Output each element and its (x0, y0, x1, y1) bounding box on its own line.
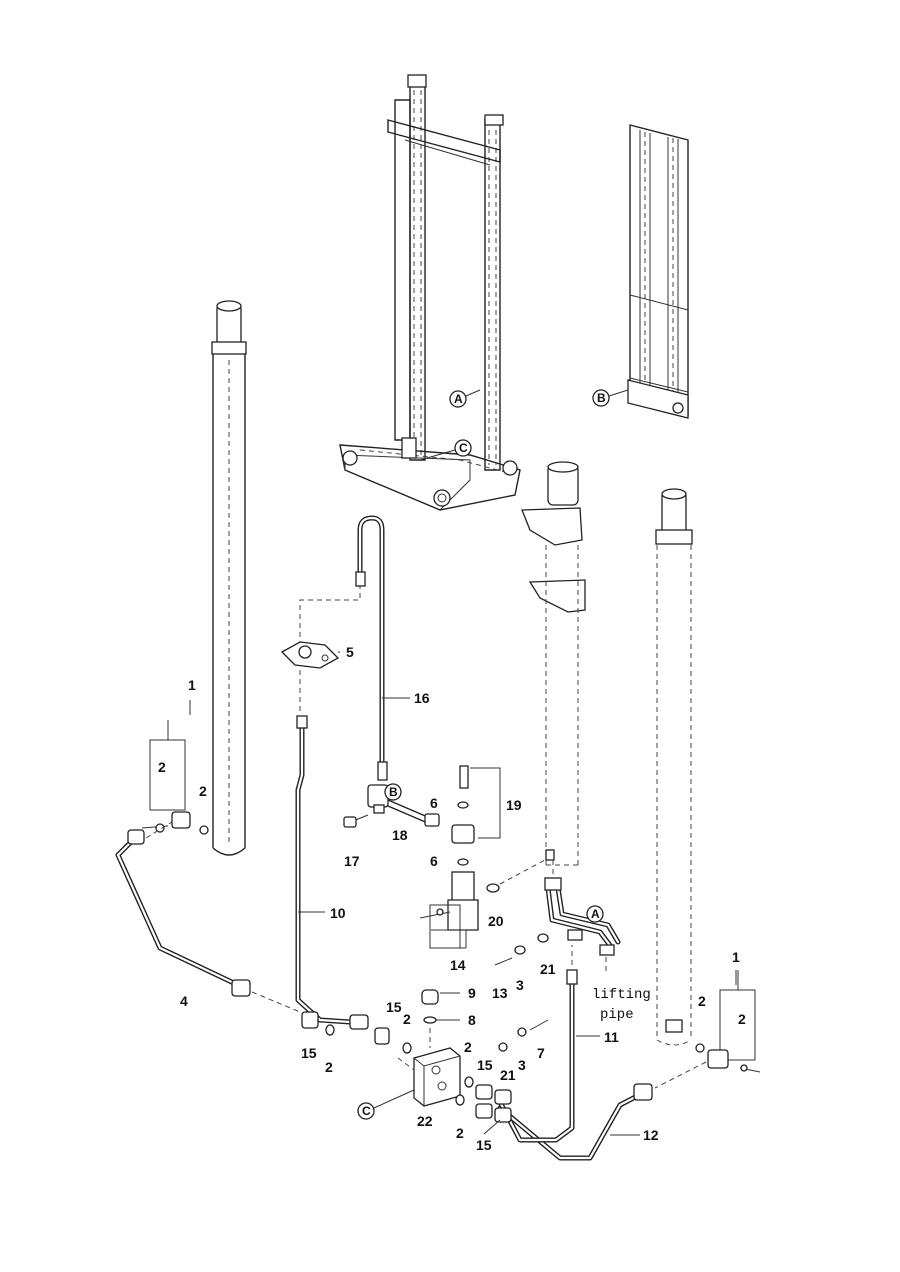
pipe-4 (115, 829, 301, 1013)
callout-3: 3 (518, 1057, 526, 1073)
callout-8: 8 (468, 1012, 476, 1028)
ref-c-frame: C (459, 441, 468, 455)
ref-c-frame-circle (454, 439, 472, 457)
left-elbow-fitting (141, 720, 209, 839)
callout-2: 2 (199, 783, 207, 799)
fitting-19 (451, 765, 501, 866)
reference-markers: A B C B A C (357, 389, 629, 1120)
group-brackets (189, 700, 737, 985)
callout-10: 10 (330, 905, 346, 921)
valve-14 (419, 859, 546, 949)
callout-21: 21 (500, 1067, 516, 1083)
part-5-flange (280, 585, 361, 715)
callout-18: 18 (392, 827, 408, 843)
callout-20: 20 (488, 913, 504, 929)
inner-mast (627, 124, 689, 419)
ref-b-frame-circle (592, 389, 610, 407)
lifting-pipe-assembly (494, 860, 621, 975)
callout-14: 14 (450, 957, 466, 973)
callout-12: 12 (643, 1127, 659, 1143)
ref-a-pipe: A (591, 907, 600, 921)
pipe-12 (497, 1083, 653, 1161)
right-lift-cylinder (655, 488, 693, 1046)
pipe-11 (497, 945, 578, 1143)
callout-2: 2 (456, 1125, 464, 1141)
swivel-fitting-18 (343, 784, 440, 828)
callout-5: 5 (346, 644, 354, 660)
callout-21: 21 (540, 961, 556, 977)
callout-7: 7 (537, 1045, 545, 1061)
callout-3: 3 (516, 977, 524, 993)
lifting-pipe-note: lifting pipe (592, 987, 651, 1023)
callout-13: 13 (492, 985, 508, 1001)
lifting-pipe-label-line2: pipe (600, 1007, 634, 1023)
callout-2: 2 (698, 993, 706, 1009)
left-lift-cylinder (211, 300, 247, 856)
ref-b-frame: B (597, 391, 606, 405)
right-elbow-fitting (654, 970, 761, 1089)
callout-2: 2 (158, 759, 166, 775)
callout-2: 2 (464, 1039, 472, 1055)
callout-6: 6 (430, 795, 438, 811)
ref-c-block: C (362, 1104, 371, 1118)
callout-11: 11 (604, 1029, 619, 1045)
callout-15: 15 (476, 1137, 492, 1153)
callout-2: 2 (738, 1011, 746, 1027)
ref-a-frame: A (454, 392, 463, 406)
callout-19: 19 (506, 797, 522, 813)
callout-16: 16 (414, 690, 430, 706)
callout-1-left: 1 (188, 677, 196, 693)
callout-15: 15 (301, 1045, 317, 1061)
pipe-16 (355, 515, 388, 781)
ref-c-block-circle (357, 1102, 375, 1120)
ref-a-frame-circle (449, 390, 467, 408)
callout-2: 2 (325, 1059, 333, 1075)
callout-17: 17 (344, 853, 360, 869)
manifold-block-22 (301, 989, 549, 1123)
ref-a-pipe-circle (586, 905, 604, 923)
callout-4: 4 (180, 993, 188, 1009)
ref-b-pipe: B (389, 785, 398, 799)
mast-frame (339, 74, 521, 511)
callout-15: 15 (477, 1057, 493, 1073)
ref-b-pipe-circle (384, 783, 402, 801)
center-lift-cylinder (521, 461, 586, 866)
callout-2: 2 (403, 1011, 411, 1027)
callout-6: 6 (430, 853, 438, 869)
callout-labels: 1 1 2 2 2 2 2 2 2 2 3 3 4 5 6 6 7 8 9 10… (158, 644, 746, 1153)
callout-1-right: 1 (732, 949, 740, 965)
callout-22: 22 (417, 1113, 433, 1129)
lifting-pipe-label-line1: lifting (592, 987, 651, 1003)
leader-lines (298, 651, 640, 1136)
pipe-10 (295, 715, 390, 1045)
callout-9: 9 (468, 985, 476, 1001)
callout-15: 15 (386, 999, 402, 1015)
